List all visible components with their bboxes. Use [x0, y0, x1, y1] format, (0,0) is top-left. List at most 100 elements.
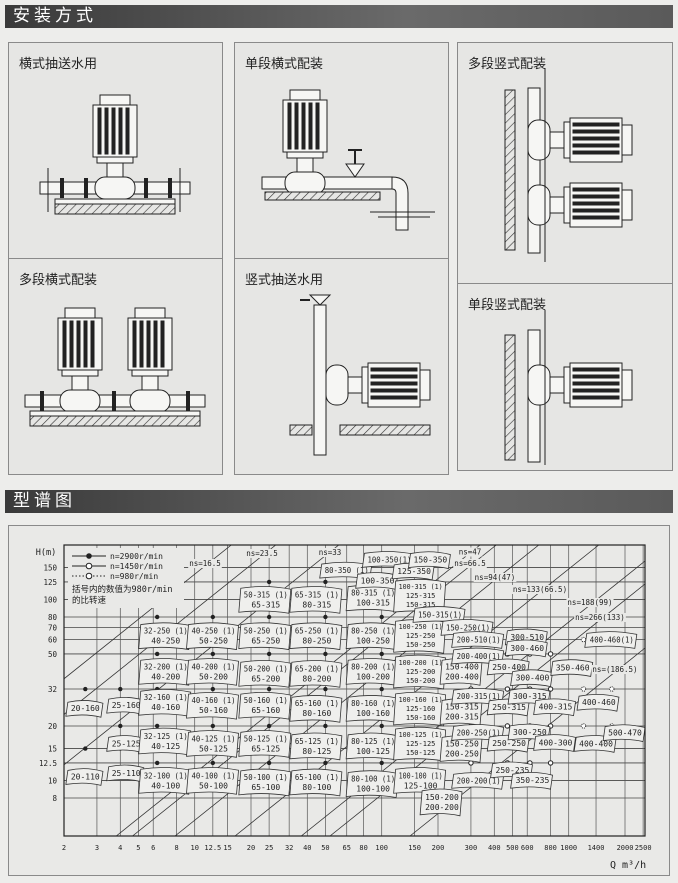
pump-model-labels: 40-160 (1)50-160: [192, 696, 236, 715]
pump-model-label: 50-125: [199, 744, 228, 753]
pump-model-labels: 25-125: [112, 739, 141, 748]
pump-model-labels: 40-100 (1)50-100: [192, 771, 236, 790]
pump-model-label: 65-315: [251, 600, 280, 609]
pump-model-label: 20-160: [71, 704, 100, 713]
pump-model-label: 200-315(1): [457, 692, 501, 701]
pump-model-tile: 400-300: [533, 734, 576, 752]
pump-model-label: 100-160: [356, 709, 390, 718]
y-tick-label: 10: [48, 776, 58, 785]
legend: n=2900r/min n=1450r/min n=980r/min 括号内的数…: [68, 548, 184, 608]
pump-tile-outline: [602, 724, 646, 743]
legend-marker-dotted: [85, 572, 93, 580]
pump-model-tile: 300-400: [510, 669, 553, 688]
pump-tile-outline: [138, 622, 192, 651]
specific-speed-label: ns=33: [319, 548, 342, 557]
pump-model-tile: 300-460: [504, 639, 548, 658]
pump-model-tile: 40-200 (1)50-200: [186, 658, 239, 686]
pump-tile-outline: [393, 691, 447, 727]
pump-model-label: 400-300: [539, 738, 573, 747]
x-tick-label: 100: [375, 844, 388, 852]
pump-tile-outline: [486, 734, 530, 753]
x-tick-label: 400: [488, 844, 501, 852]
pump-model-label: 125-160: [406, 705, 436, 713]
pump-model-label: 100-250: [356, 637, 390, 646]
pump-model-label: 32-250 (1): [144, 627, 188, 636]
pump-model-label: 80-160: [302, 709, 331, 718]
specific-speed-label-bg: [566, 598, 614, 607]
pump-model-tile: 50-160 (1)65-160: [238, 691, 292, 720]
pump-model-labels: 50-200 (1)65-200: [244, 664, 288, 683]
pump-model-label: 80-315 (1): [351, 589, 395, 598]
pump-model-labels: 25-160: [112, 701, 141, 710]
pump-model-labels: 200-400(1): [457, 652, 501, 661]
pump-model-labels: 80-100 (1)100-100: [351, 774, 395, 793]
pump-model-tile: 350-460: [550, 659, 594, 677]
pump-model-tile: 50-315 (1)65-315: [238, 586, 292, 614]
pump-tile-outline: [419, 788, 463, 817]
pump-model-label: 125-250: [406, 632, 436, 640]
pump-tile-outline: [238, 691, 292, 720]
x-tick-label: 200: [432, 844, 445, 852]
pump-model-labels: 20-160: [71, 704, 100, 713]
pump-model-label: 80-250 (1): [351, 627, 395, 636]
pump-tile-outline: [186, 658, 239, 686]
x-tick-label: 8: [174, 844, 178, 852]
pump-model-labels: 80-315 (1)100-315: [351, 589, 395, 608]
pump-model-label: 400-460: [582, 698, 616, 707]
pump-model-label: 100-125: [356, 747, 390, 756]
pump-model-labels: 65-125 (1)80-125: [295, 737, 339, 756]
pump-model-labels: 250-315: [492, 703, 526, 712]
x-tick-label: 32: [285, 844, 293, 852]
pump-model-labels: 400-460(1): [590, 635, 634, 644]
pump-tile-outline: [138, 767, 192, 795]
specific-speed-tag: ns=188(99): [566, 598, 614, 607]
pump-model-label: 150-160: [406, 714, 436, 722]
pump-model-labels: 32-200 (1)40-200: [144, 662, 188, 681]
pump-model-tile: 500-470: [602, 724, 646, 743]
pump-tile-outline: [65, 768, 104, 786]
rated-point-2900: [83, 686, 88, 692]
pump-tile-outline: [550, 659, 594, 677]
y-tick-label: 70: [48, 623, 58, 632]
pump-model-tile: 65-100 (1)80-100: [289, 768, 343, 797]
rated-point-2900: [210, 651, 216, 657]
pump-model-label: 40-200: [151, 672, 180, 681]
pump-model-label: 150-250: [406, 641, 436, 649]
specific-speed-label-bg: [511, 585, 569, 594]
pump-model-labels: 200-250(1): [457, 728, 501, 737]
pump-model-labels: 80-250 (1)100-250: [351, 627, 395, 646]
pump-model-labels: 32-160 (1)40-160: [144, 693, 188, 712]
rated-point-1450: [504, 723, 511, 729]
pump-model-tile: 25-125: [106, 735, 145, 753]
section-header-chart: 型谱图: [5, 490, 673, 513]
x-tick-label: 12.5: [204, 844, 221, 852]
pump-model-label: 150-315: [406, 601, 436, 609]
x-tick-label: 2: [62, 844, 66, 852]
pump-model-label: 80-350 (1): [325, 566, 369, 575]
pump-model-labels: 300-315: [513, 692, 547, 701]
y-tick-label: 125: [43, 578, 57, 587]
pump-model-label: 32-125 (1): [144, 732, 188, 741]
panel-title: 单段竖式配装: [468, 298, 547, 313]
specific-speed-tag: ns=33: [317, 548, 343, 557]
y-tick-label: 15: [48, 745, 57, 754]
x-tick-label: 150: [408, 844, 421, 852]
pump-model-labels: 100-350(1): [367, 555, 411, 564]
pump-model-tile: 50-200 (1)65-200: [238, 660, 292, 688]
pump-model-tile: 200-510(1): [451, 631, 505, 649]
rated-point-1450: [547, 651, 554, 657]
specific-speed-tag: ns=266(133): [574, 613, 626, 622]
pump-model-label: 40-250 (1): [192, 627, 236, 636]
pump-model-label: 200-400(1): [457, 652, 501, 661]
pump-model-label: 100-350(1): [367, 555, 411, 564]
pump-model-label: 50-200: [199, 672, 228, 681]
pump-tile-outline: [289, 622, 343, 651]
pump-model-labels: 20-110: [71, 772, 100, 781]
